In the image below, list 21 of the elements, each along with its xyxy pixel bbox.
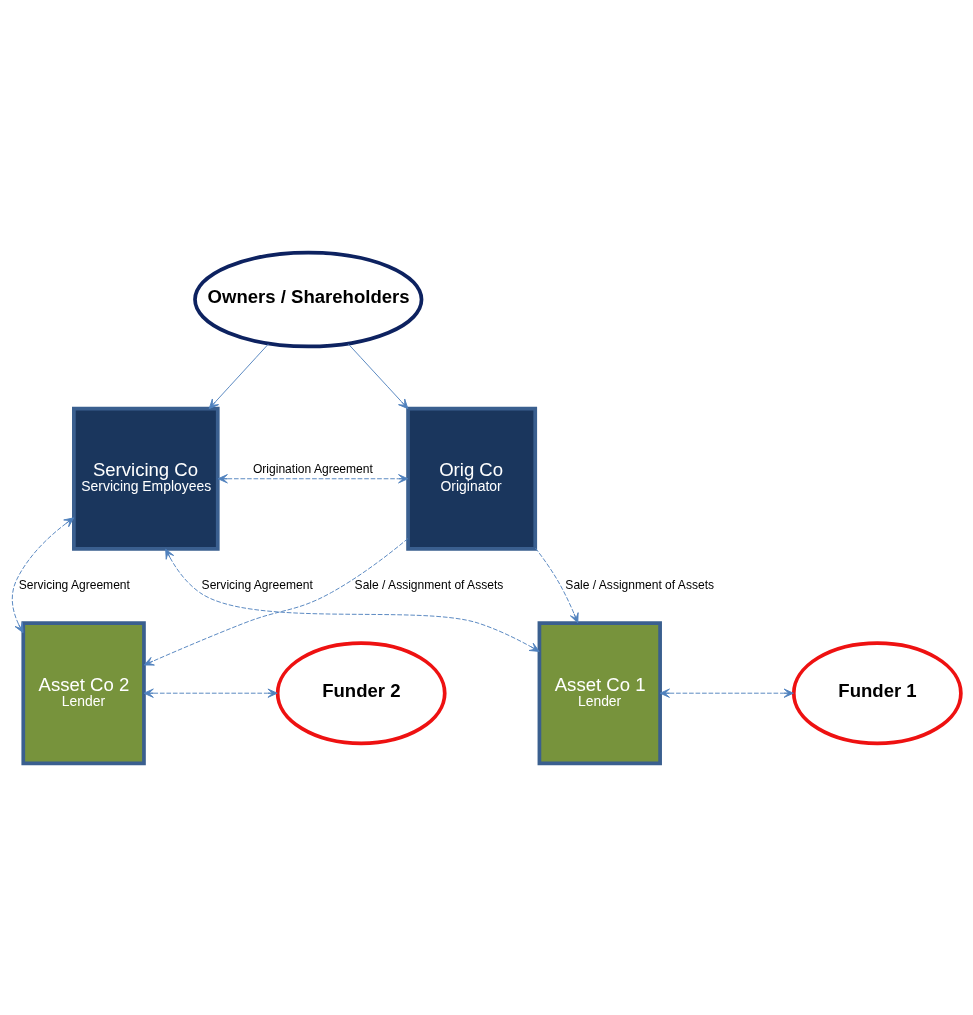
node-box: Asset Co 1 Lender <box>537 620 662 765</box>
arrow <box>165 548 540 652</box>
node-ellipse: Funder 2 <box>275 640 447 745</box>
arrow <box>659 688 794 698</box>
node-box: Orig Co Originator <box>406 406 538 551</box>
arrow <box>208 342 269 409</box>
arrow <box>143 537 409 666</box>
arrow <box>11 516 75 633</box>
edge-label: Sale / Assignment of Assets <box>565 577 714 592</box>
arrow <box>534 547 579 623</box>
arrow <box>347 342 409 409</box>
edge-label: Sale / Assignment of Assets <box>354 577 504 592</box>
edge-label: Servicing Agreement <box>18 577 130 592</box>
node-ellipse: Funder 1 <box>791 640 963 745</box>
node-box: Asset Co 2 Lender <box>21 620 146 765</box>
node-ellipse: Owners / Shareholders <box>193 250 424 348</box>
edge-label: Servicing Agreement <box>201 577 313 592</box>
arrow <box>143 688 278 698</box>
edge-label: Origination Agreement <box>252 461 373 476</box>
arrow <box>217 473 409 483</box>
node-box: Servicing Co Servicing Employees <box>72 406 220 551</box>
